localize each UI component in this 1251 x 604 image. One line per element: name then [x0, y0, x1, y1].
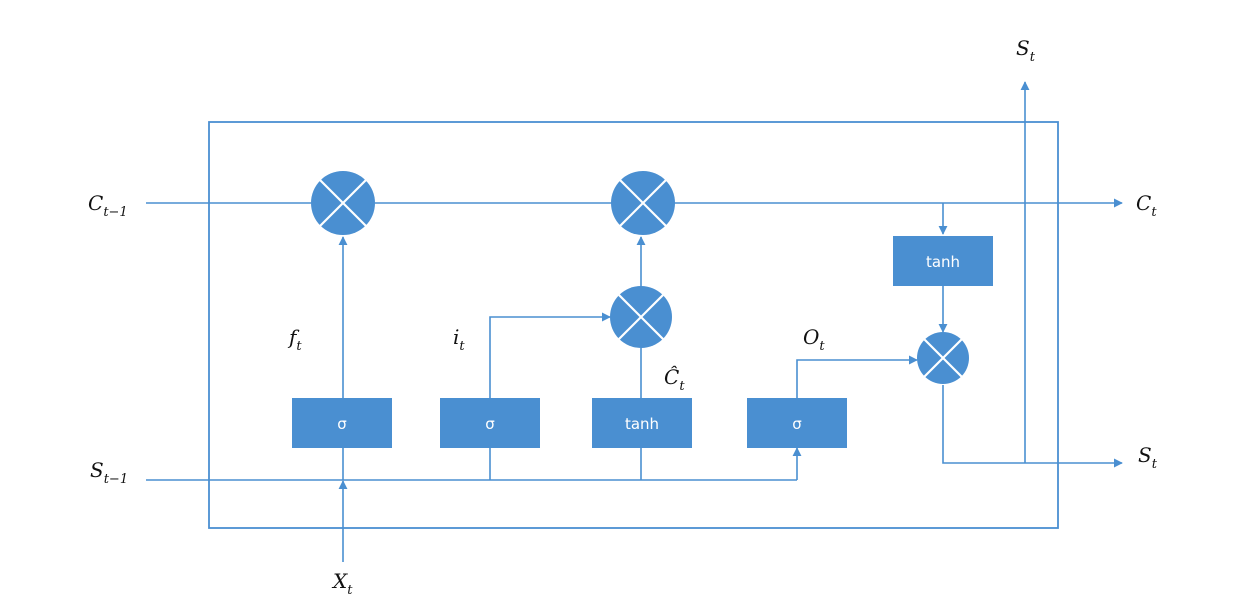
input-gate-label: σ: [485, 415, 495, 433]
hidden-state-out-arrow: [942, 385, 1123, 468]
output-gate-arrow: [796, 355, 918, 398]
label-f-gate: ft: [287, 325, 302, 354]
cell-tanh-label: tanh: [926, 253, 960, 271]
label-x-in: Xt: [331, 569, 353, 598]
input-gate-arrow: [489, 312, 611, 398]
label-i-gate: it: [453, 325, 465, 354]
forget-gate-label: σ: [337, 415, 347, 433]
label-s-top: St: [1016, 36, 1036, 65]
cell-frame: [208, 121, 1059, 529]
candidate-label: tanh: [625, 415, 659, 433]
output-multiply-icon: [917, 332, 969, 384]
candidate-box: tanh: [592, 398, 692, 448]
label-o-gate: Ot: [803, 325, 825, 354]
input-gate-box: σ: [440, 398, 540, 448]
label-c-out: Ct: [1136, 191, 1157, 220]
label-c-prev: Ct−1: [88, 191, 128, 220]
output-gate-label: σ: [792, 415, 802, 433]
label-s-prev: St−1: [90, 458, 128, 487]
label-s-out: St: [1138, 443, 1158, 472]
label-c-hat: Ĉt: [664, 364, 685, 394]
forget-gate-box: σ: [292, 398, 392, 448]
input-multiply-icon: [610, 286, 672, 348]
cell-update-multiply-icon: [611, 171, 675, 235]
forget-multiply-icon: [311, 171, 375, 235]
output-gate-box: σ: [747, 398, 847, 448]
cell-tanh-box: tanh: [893, 236, 993, 286]
